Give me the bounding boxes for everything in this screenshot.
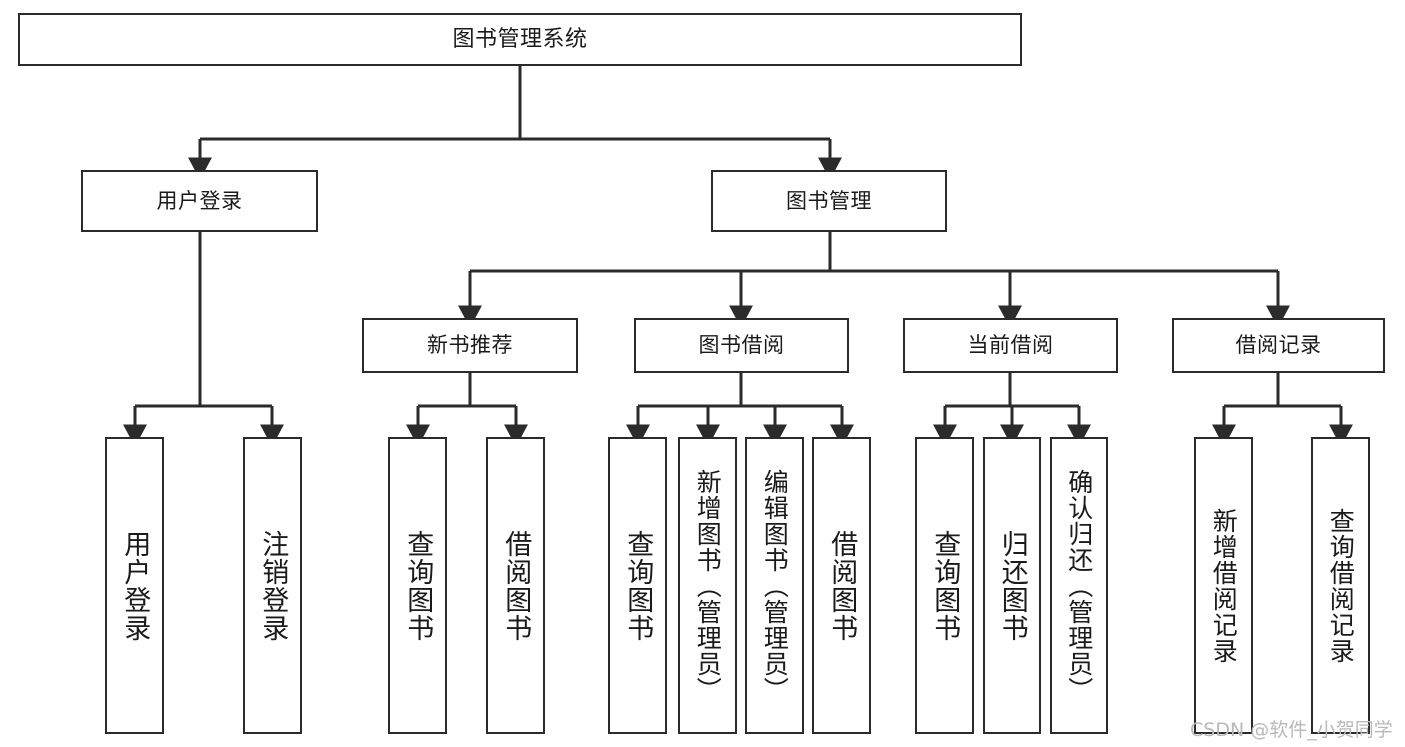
node-label: 归还图书 xyxy=(996,529,1028,642)
leaf-edit-book-admin[interactable]: 编辑图书（管理员） xyxy=(745,437,804,734)
leaf-query-book-borrow[interactable]: 查询图书 xyxy=(608,437,667,734)
node-level1-book-management[interactable]: 图书管理 xyxy=(711,170,947,232)
node-label: 图书借阅 xyxy=(698,333,785,358)
node-label: 借阅图书 xyxy=(500,529,532,642)
node-label: 用户登录 xyxy=(156,188,243,213)
node-label: 图书管理系统 xyxy=(452,26,588,52)
node-label: 新增图书（管理员） xyxy=(693,468,723,703)
node-root[interactable]: 图书管理系统 xyxy=(18,13,1022,66)
leaf-query-borrow-record[interactable]: 查询借阅记录 xyxy=(1311,437,1370,734)
leaf-user-login[interactable]: 用户登录 xyxy=(105,437,164,734)
node-label: 用户登录 xyxy=(119,529,151,642)
node-label: 新增借阅记录 xyxy=(1209,507,1239,664)
node-label: 借阅记录 xyxy=(1235,333,1322,358)
node-label: 查询图书 xyxy=(622,529,654,642)
node-label: 注销登录 xyxy=(257,529,289,642)
leaf-borrow-book-new[interactable]: 借阅图书 xyxy=(486,437,545,734)
node-label: 查询借阅记录 xyxy=(1326,507,1356,664)
node-level2-new-book-recommend[interactable]: 新书推荐 xyxy=(362,318,578,373)
node-level2-current-borrow[interactable]: 当前借阅 xyxy=(903,318,1118,373)
leaf-confirm-return-admin[interactable]: 确认归还（管理员） xyxy=(1050,437,1108,734)
leaf-query-book-new[interactable]: 查询图书 xyxy=(388,437,447,734)
node-label: 借阅图书 xyxy=(826,529,858,642)
node-label: 查询图书 xyxy=(929,529,961,642)
leaf-logout[interactable]: 注销登录 xyxy=(243,437,302,734)
node-label: 新书推荐 xyxy=(427,333,513,358)
leaf-borrow-book[interactable]: 借阅图书 xyxy=(812,437,871,734)
leaf-return-book[interactable]: 归还图书 xyxy=(983,437,1041,734)
leaf-add-borrow-record[interactable]: 新增借阅记录 xyxy=(1194,437,1253,734)
node-label: 当前借阅 xyxy=(967,333,1054,358)
node-label: 确认归还（管理员） xyxy=(1064,468,1094,703)
node-level2-book-borrow[interactable]: 图书借阅 xyxy=(634,318,849,373)
node-label: 图书管理 xyxy=(786,188,872,213)
node-level2-borrow-record[interactable]: 借阅记录 xyxy=(1172,318,1385,373)
node-level1-user-login[interactable]: 用户登录 xyxy=(81,170,318,232)
node-label: 编辑图书（管理员） xyxy=(760,468,790,703)
watermark-text: CSDN @软件_小贺同学 xyxy=(1190,719,1393,741)
leaf-query-book-current[interactable]: 查询图书 xyxy=(915,437,974,734)
node-label: 查询图书 xyxy=(402,529,434,642)
leaf-add-book-admin[interactable]: 新增图书（管理员） xyxy=(678,437,737,734)
